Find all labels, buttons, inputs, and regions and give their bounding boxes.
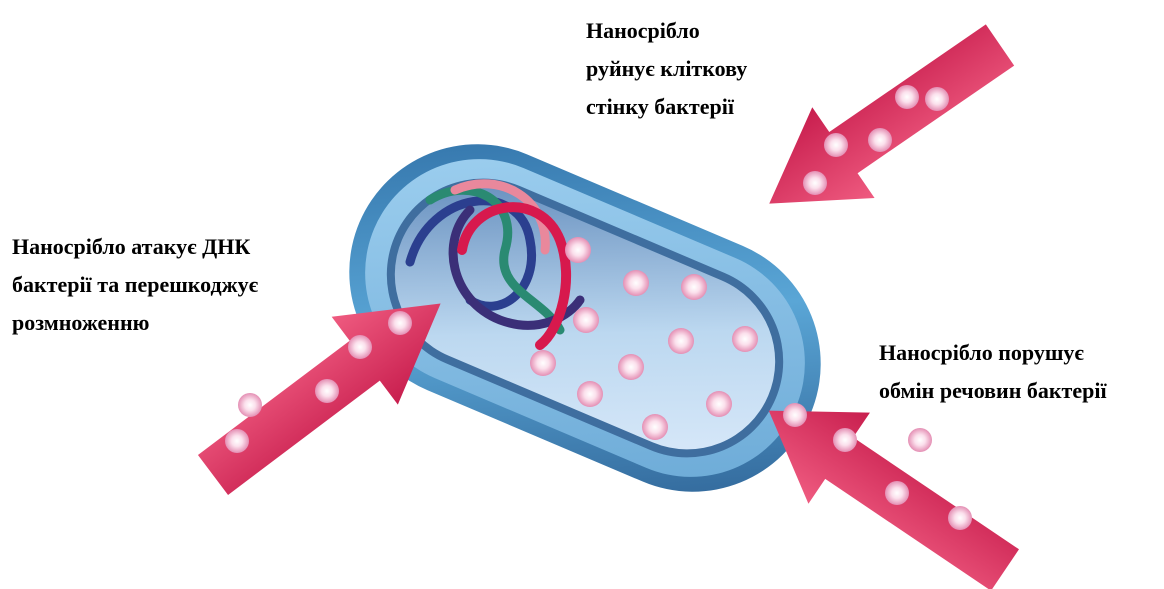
label-metabolism-line2: обмін речовин бактерії <box>879 372 1107 410</box>
silver-particle <box>706 391 732 417</box>
label-dna-line2: бактерії та перешкоджує <box>12 266 258 304</box>
silver-particle <box>238 393 262 417</box>
silver-particle <box>868 128 892 152</box>
silver-particle <box>908 428 932 452</box>
label-cell-wall-line3: стінку бактерії <box>586 88 747 126</box>
silver-particle <box>668 328 694 354</box>
label-metabolism-line1: Наносрібло порушує <box>879 334 1107 372</box>
silver-particle <box>948 506 972 530</box>
label-metabolism: Наносрібло порушує обмін речовин бактері… <box>879 334 1107 410</box>
silver-particle <box>833 428 857 452</box>
silver-particle <box>315 379 339 403</box>
silver-particle <box>623 270 649 296</box>
label-cell-wall: Наносрібло руйнує кліткову стінку бактер… <box>586 12 747 126</box>
silver-particle <box>642 414 668 440</box>
label-dna-line3: розмноженню <box>12 304 258 342</box>
silver-particle <box>530 350 556 376</box>
silver-particle <box>925 87 949 111</box>
silver-particle <box>565 237 591 263</box>
label-dna-line1: Наносрібло атакує ДНК <box>12 228 258 266</box>
silver-particle <box>783 403 807 427</box>
arrow-cell-wall <box>738 0 1031 249</box>
silver-particle <box>348 335 372 359</box>
silver-particle <box>803 171 827 195</box>
silver-particle <box>732 326 758 352</box>
silver-particle <box>824 133 848 157</box>
silver-particle <box>681 274 707 300</box>
silver-particle <box>388 311 412 335</box>
silver-particle <box>895 85 919 109</box>
label-cell-wall-line1: Наносрібло <box>586 12 747 50</box>
label-dna: Наносрібло атакує ДНК бактерії та перешк… <box>12 228 258 342</box>
silver-particle <box>618 354 644 380</box>
silver-particle <box>225 429 249 453</box>
silver-particle <box>577 381 603 407</box>
silver-particle <box>573 307 599 333</box>
label-cell-wall-line2: руйнує кліткову <box>586 50 747 88</box>
arrow-shape <box>738 0 1031 249</box>
silver-particle <box>885 481 909 505</box>
